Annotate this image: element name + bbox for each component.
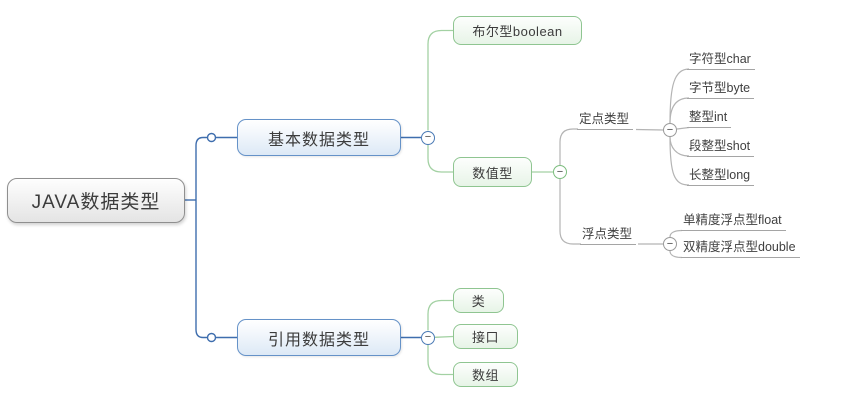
node-short[interactable]: 段整型shot [687,138,755,157]
node-basic-data-types[interactable]: 基本数据类型 [237,119,401,156]
node-reference-data-types[interactable]: 引用数据类型 [237,319,401,356]
collapse-icon-numeric[interactable]: − [553,165,567,179]
node-class[interactable]: 类 [453,288,504,313]
node-interface[interactable]: 接口 [453,324,518,349]
level3-connectors [559,68,690,259]
node-numeric-type[interactable]: 数值型 [453,157,532,187]
joint-dot [206,132,217,143]
collapse-icon-floating-point[interactable]: − [663,237,677,251]
node-char[interactable]: 字符型char [687,51,755,70]
node-long[interactable]: 长整型long [687,167,755,186]
node-array[interactable]: 数组 [453,362,518,387]
node-boolean[interactable]: 布尔型boolean [453,16,582,45]
node-floating-point-types[interactable]: 浮点类型 [580,226,637,245]
node-fixed-point-types[interactable]: 定点类型 [577,111,634,130]
collapse-icon-fixed-point[interactable]: − [663,123,677,137]
node-float[interactable]: 单精度浮点型float [681,212,786,231]
node-double[interactable]: 双精度浮点型double [681,239,800,258]
node-byte[interactable]: 字节型byte [687,80,755,99]
node-int[interactable]: 整型int [687,109,732,128]
level1-connectors [185,132,421,343]
joint-dot [206,332,217,343]
level2-connectors [427,29,553,376]
collapse-icon-basic[interactable]: − [421,130,435,145]
node-java-data-types[interactable]: JAVA数据类型 [7,178,185,223]
collapse-icon-reference[interactable]: − [421,330,435,345]
